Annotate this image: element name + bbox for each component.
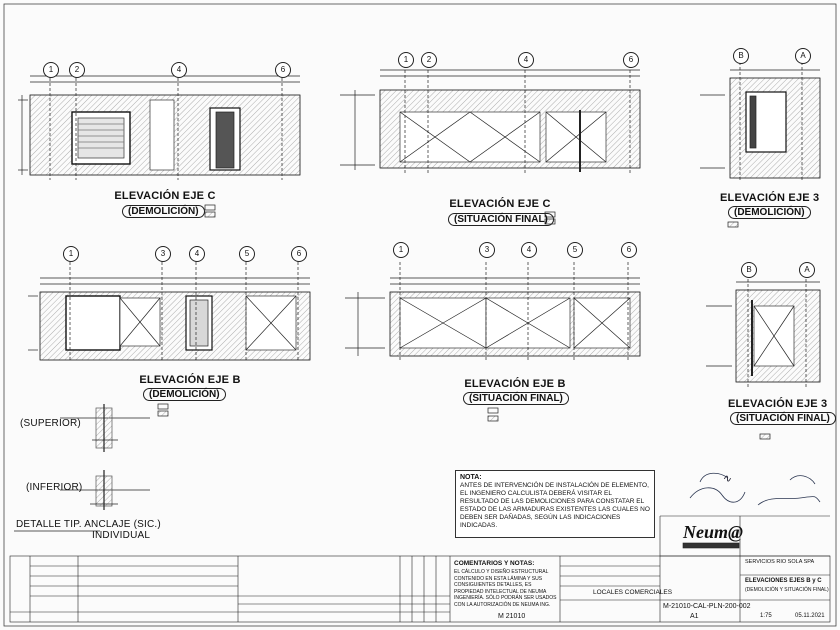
axis-bubble: 3 [479,242,495,258]
axis-bubble: 1 [63,246,79,262]
view-title: ELEVACIÓN EJE B [464,378,566,390]
title-block [9,515,831,623]
sheet-size: A1 [690,613,699,620]
axis-bubble: 1 [398,52,414,68]
comments-body: EL CÁLCULO Y DISEÑO ESTRUCTURAL CONTENID… [454,569,557,608]
comments-title: COMENTARIOS Y NOTAS: [454,560,535,567]
axis-bubble: B [741,262,757,278]
view-title: ELEVACIÓN EJE C [114,190,216,202]
axis-bubble: 1 [393,242,409,258]
detail-superior-label: (SUPERIOR) [20,418,81,429]
axis-bubble: 1 [43,62,59,78]
axis-bubble: 3 [155,246,171,262]
note-title: NOTA: [460,474,482,481]
view-subtitle: (SITUACIÓN FINAL) [730,412,836,425]
detail-title: DETALLE TIP. ANCLAJE (SIC.) [16,519,161,530]
axis-bubble: 6 [291,246,307,262]
company-logo: Neum@ [683,522,743,542]
drawing-scale: 1:75 [760,613,772,619]
view-subtitle: (SITUACIÓN FINAL) [448,213,554,226]
view-eje-b-demolicion [28,262,311,417]
axis-bubble: 4 [171,62,187,78]
client-name: SERVICIOS RIO SOLA SPA [745,559,815,565]
drawing-date: 05.11.2021 [795,613,825,619]
view-title: ELEVACIÓN EJE 3 [720,192,820,204]
axis-bubble: 4 [521,242,537,258]
drawing-title: ELEVACIONES EJES B y C [745,578,822,584]
axis-bubble: 4 [518,52,534,68]
view-subtitle: (DEMOLICIÓN) [728,206,811,219]
view-title: ELEVACIÓN EJE 3 [728,398,828,410]
axis-bubble: 6 [623,52,639,68]
view-eje-b-final [345,262,641,422]
signatures [689,472,821,506]
view-title: ELEVACIÓN EJE C [449,198,551,210]
sheet-frame [3,3,837,627]
axis-bubble: B [733,48,749,64]
view-eje-3-final [706,274,821,440]
axis-bubble: 6 [275,62,291,78]
view-subtitle: (DEMOLICIÓN) [122,205,205,218]
view-subtitle: (SITUACIÓN FINAL) [463,392,569,405]
axis-bubble: 6 [621,242,637,258]
view-eje-3-demolicion [700,62,821,228]
view-eje-c-final [340,60,641,225]
axis-bubble: 2 [69,62,85,78]
project-name: LOCALES COMERCIALES [593,589,673,596]
detail-inferior-label: (INFERIOR) [26,482,83,493]
detail-subtitle: INDIVIDUAL [92,530,151,541]
detail-anclaje [14,404,150,532]
axis-bubble: 2 [421,52,437,68]
axis-bubble: 4 [189,246,205,262]
drawing-subtitle: (DEMOLICIÓN Y SITUACIÓN FINAL) [745,587,829,593]
view-subtitle: (DEMOLICIÓN) [143,388,226,401]
axis-bubble: A [799,262,815,278]
drawing-code: M-21010-CAL-PLN-200-002 [663,603,751,610]
job-number: M 21010 [498,613,526,620]
note-body: ANTES DE INTERVENCIÓN DE INSTALACIÓN DE … [460,482,650,529]
view-title: ELEVACIÓN EJE B [139,374,241,386]
signature: ∿ [722,472,732,485]
axis-bubble: 5 [567,242,583,258]
view-eje-c-demolicion [18,68,301,218]
demolition-note: NOTA: ANTES DE INTERVENCIÓN DE INSTALACI… [455,470,655,538]
axis-bubble: 5 [239,246,255,262]
axis-bubble: A [795,48,811,64]
